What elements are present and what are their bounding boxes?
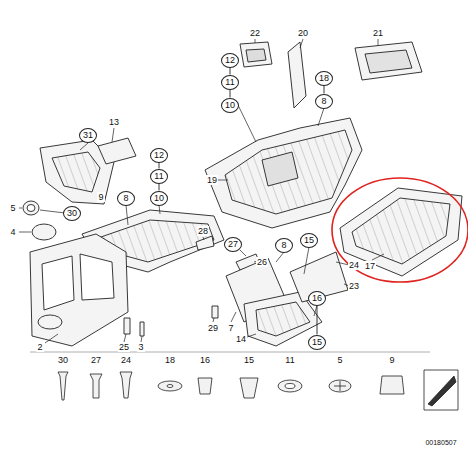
callout-link <box>230 68 231 75</box>
callout-number: 11 <box>284 355 295 365</box>
side-shield <box>290 252 348 302</box>
callout-number: 13 <box>108 117 120 127</box>
callout-number: 22 <box>249 28 261 38</box>
bracket <box>288 42 306 108</box>
fog-cover <box>38 315 62 329</box>
callout-number: 31 <box>83 130 93 140</box>
callout-link <box>230 90 231 98</box>
callout-number: 24 <box>348 260 360 270</box>
callout-number: 8 <box>321 96 326 106</box>
callout-circle: 12 <box>150 148 168 163</box>
callout-number: 10 <box>225 100 235 110</box>
callout-circle: 8 <box>117 191 135 206</box>
clip-bracket <box>196 236 214 250</box>
callout-number: 30 <box>57 355 69 365</box>
callout-number: 15 <box>243 355 255 365</box>
callout-number: 18 <box>164 355 176 365</box>
callout-number: 5 <box>336 355 343 365</box>
leader-lines <box>19 39 384 343</box>
ring-seal <box>23 201 39 215</box>
rear-underbody-panel <box>340 188 462 276</box>
callout-link <box>324 86 325 94</box>
callout-number: 3 <box>137 342 144 352</box>
edge-layer <box>159 68 324 335</box>
callout-circle: 12 <box>221 53 239 68</box>
underbody-panel <box>205 118 362 228</box>
callout-number: 15 <box>304 235 314 245</box>
callout-circle: 8 <box>275 238 293 253</box>
callout-circle: 10 <box>221 98 239 113</box>
callout-number: 9 <box>97 192 104 202</box>
callout-circle: 18 <box>315 71 333 86</box>
highlight-ring <box>332 178 468 282</box>
callout-number: 20 <box>297 28 309 38</box>
grille-cover <box>32 224 56 240</box>
callout-number: 10 <box>154 193 164 203</box>
drawing-number: 00180507 <box>424 439 457 447</box>
callout-number: 17 <box>364 261 376 271</box>
callout-circle: 11 <box>221 75 239 90</box>
callout-number: 23 <box>348 281 360 291</box>
callout-number: 27 <box>228 239 238 249</box>
callout-number: 28 <box>197 226 209 236</box>
screw <box>124 318 130 334</box>
callout-number: 12 <box>225 55 235 65</box>
callout-circle: 27 <box>224 237 242 252</box>
callout-number: 5 <box>9 203 16 213</box>
callout-circle: 10 <box>150 191 168 206</box>
callout-number: 26 <box>256 257 268 267</box>
callout-number: 8 <box>281 240 286 250</box>
callout-number: 16 <box>199 355 211 365</box>
callout-circle: 31 <box>79 128 97 143</box>
callout-link <box>317 306 318 335</box>
callout-number: 2 <box>36 342 43 352</box>
clip <box>212 306 218 318</box>
callout-circle: 15 <box>308 335 326 350</box>
callout-number: 7 <box>227 323 234 333</box>
callout-number: 19 <box>206 175 218 185</box>
callout-number: 11 <box>154 171 163 181</box>
screw <box>140 322 144 336</box>
callout-number: 30 <box>67 208 77 218</box>
callout-number: 25 <box>118 342 130 352</box>
callout-number: 15 <box>312 337 322 347</box>
small-cover <box>98 138 136 164</box>
tray <box>355 42 422 80</box>
callout-circle: 15 <box>300 233 318 248</box>
callout-number: 29 <box>207 323 219 333</box>
callout-link <box>159 163 160 169</box>
callout-number: 27 <box>90 355 102 365</box>
bumper-carrier <box>30 234 128 346</box>
callout-number: 12 <box>154 150 164 160</box>
callout-circle: 30 <box>63 206 81 221</box>
callout-number: 9 <box>388 355 395 365</box>
callout-number: 21 <box>372 28 384 38</box>
callout-number: 14 <box>235 334 247 344</box>
callout-circle: 8 <box>315 94 333 109</box>
cover-plate <box>240 42 272 67</box>
fastener-row <box>30 352 458 410</box>
callout-number: 4 <box>9 227 16 237</box>
callout-number: 18 <box>319 73 329 83</box>
callout-number: 24 <box>120 355 132 365</box>
callout-number: 11 <box>225 77 234 87</box>
callout-link <box>159 184 160 191</box>
callout-number: 16 <box>312 293 322 303</box>
callout-circle: 16 <box>308 291 326 306</box>
callout-number: 8 <box>123 193 128 203</box>
callout-circle: 11 <box>150 169 168 184</box>
